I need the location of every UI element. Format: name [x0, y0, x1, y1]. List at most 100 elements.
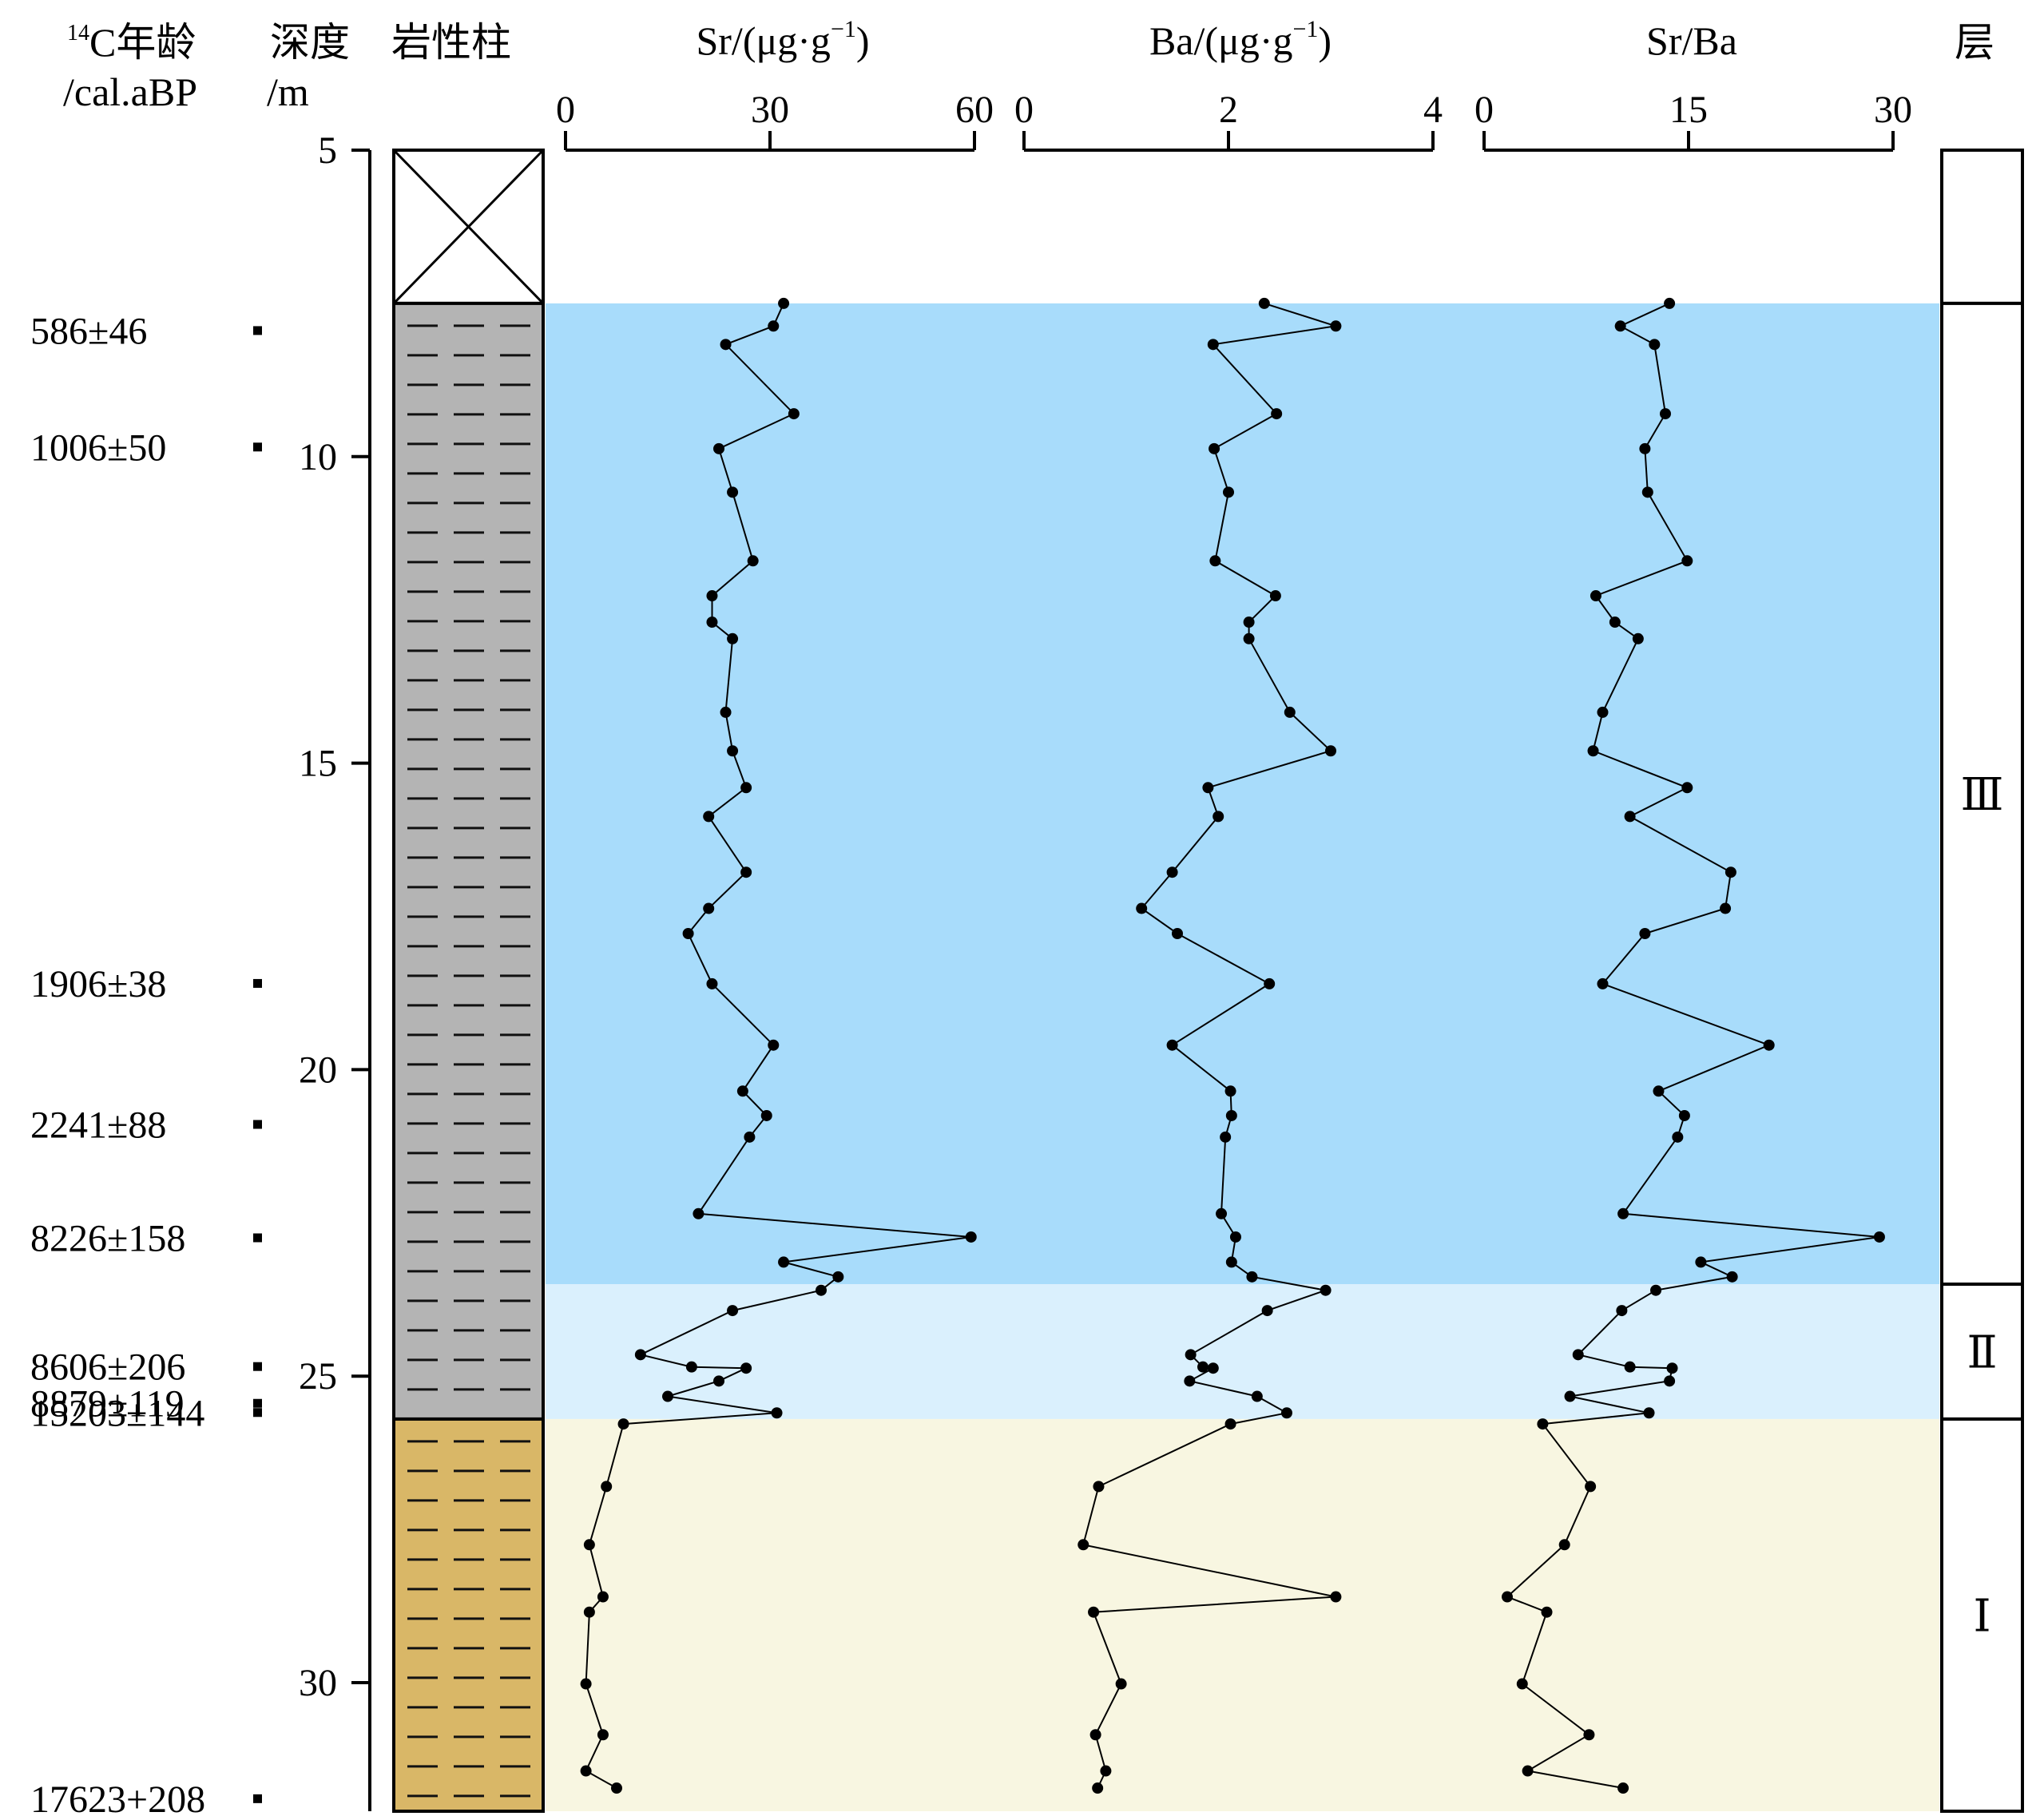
- data-point-Ba: [1284, 706, 1296, 718]
- data-point-Sr: [713, 1375, 724, 1387]
- panel-title-text-SrBa: Sr/Ba: [1646, 18, 1737, 63]
- data-point-Sr: [727, 632, 739, 644]
- data-point-Ba: [1330, 320, 1342, 332]
- data-point-Sr: [611, 1782, 622, 1794]
- data-point-SrBa: [1649, 339, 1661, 351]
- layer-header: 层: [1955, 20, 1994, 65]
- data-point-SrBa: [1617, 1782, 1629, 1794]
- data-point-Sr: [740, 1362, 752, 1374]
- depth-tick-label-25: 25: [299, 1355, 337, 1398]
- data-point-Sr: [706, 617, 718, 628]
- depth-tick-label-5: 5: [318, 129, 337, 172]
- data-point-Sr: [736, 1085, 748, 1097]
- data-point-SrBa: [1763, 1039, 1775, 1051]
- age-label-9: 17623+208: [30, 1778, 205, 1816]
- data-point-Ba: [1093, 1481, 1105, 1493]
- data-point-Sr: [744, 1131, 756, 1143]
- age-label-7: 8879±119: [30, 1383, 185, 1425]
- lith-tan-silty-clay: [392, 1417, 545, 1813]
- data-point-SrBa: [1522, 1765, 1534, 1777]
- data-point-Ba: [1088, 1606, 1100, 1618]
- data-point-Sr: [706, 977, 718, 989]
- data-point-SrBa: [1726, 1271, 1738, 1283]
- depth-header-line2: /m: [267, 69, 309, 114]
- panel-title-Ba: Ba/(μg·g−1): [1149, 16, 1332, 63]
- data-point-Sr: [816, 1284, 827, 1296]
- data-point-SrBa: [1585, 1481, 1597, 1493]
- data-point-Ba: [1213, 811, 1224, 823]
- layer-label-1: Ⅲ: [1960, 771, 2003, 820]
- data-point-SrBa: [1597, 977, 1609, 989]
- data-point-SrBa: [1653, 1085, 1665, 1097]
- layer-box-top: [1940, 149, 2024, 305]
- data-point-Sr: [760, 1109, 772, 1121]
- data-point-Ba: [1224, 1418, 1236, 1430]
- age-marker-5: [253, 1233, 262, 1243]
- data-point-Ba: [1166, 866, 1178, 878]
- data-point-Sr: [713, 442, 724, 454]
- panel-title-sup-Sr: −1: [831, 16, 856, 42]
- lithology-header: 岩性柱: [391, 20, 511, 65]
- data-point-Ba: [1197, 1361, 1209, 1373]
- data-point-Sr: [768, 320, 780, 332]
- data-point-Ba: [1330, 1591, 1342, 1603]
- data-point-Ba: [1216, 1207, 1228, 1219]
- data-point-SrBa: [1641, 486, 1653, 498]
- data-point-Sr: [682, 927, 694, 939]
- data-point-Sr: [583, 1606, 595, 1618]
- data-point-Ba: [1184, 1375, 1196, 1387]
- lith-gray-silty-clay: [392, 301, 545, 1421]
- age-label-6: 8606±206: [30, 1346, 185, 1389]
- data-point-Ba: [1136, 902, 1148, 914]
- data-point-Sr: [693, 1207, 704, 1219]
- data-point-SrBa: [1616, 1305, 1628, 1317]
- layer-label-3: Ⅰ: [1973, 1592, 1990, 1641]
- data-point-Sr: [720, 339, 732, 351]
- data-point-SrBa: [1639, 927, 1651, 939]
- data-point-Ba: [1280, 1407, 1292, 1419]
- age-header-line1: 14C年龄: [67, 20, 196, 65]
- data-point-Ba: [1115, 1678, 1127, 1690]
- data-point-Ba: [1207, 339, 1219, 351]
- data-point-Sr: [740, 866, 752, 878]
- age-marker-7: [253, 1398, 262, 1408]
- data-point-SrBa: [1720, 902, 1732, 914]
- data-point-Ba: [1225, 1256, 1237, 1268]
- data-point-Sr: [703, 811, 715, 823]
- age-label-3: 1906±38: [30, 963, 166, 1005]
- data-point-Ba: [1243, 617, 1255, 628]
- age-marker-6: [253, 1362, 262, 1371]
- data-point-SrBa: [1558, 1539, 1570, 1551]
- data-point-Sr: [740, 782, 752, 794]
- data-point-Sr: [583, 1539, 595, 1551]
- lith-cross-2: [392, 149, 545, 304]
- age-marker-2: [253, 442, 262, 452]
- data-point-Sr: [703, 902, 715, 914]
- data-point-Ba: [1207, 1362, 1219, 1374]
- data-point-Ba: [1264, 977, 1276, 989]
- data-point-Sr: [727, 486, 739, 498]
- depth-tick-label-15: 15: [299, 743, 337, 785]
- data-point-SrBa: [1572, 1349, 1584, 1361]
- age-labels: 586±461006±501906±382241±888226±1588606±…: [30, 310, 262, 1820]
- data-point-Ba: [1225, 1109, 1237, 1121]
- data-point-Sr: [685, 1361, 697, 1373]
- age-label-1: 586±46: [30, 310, 147, 352]
- data-point-Ba: [1271, 408, 1283, 420]
- unit-bands: [546, 303, 1939, 1811]
- panel-tick-label-SrBa-15: 15: [1669, 89, 1708, 131]
- data-point-Sr: [727, 1305, 739, 1317]
- panel-title-SrBa: Sr/Ba: [1646, 18, 1737, 63]
- data-point-Ba: [1172, 927, 1183, 939]
- data-point-SrBa: [1681, 555, 1693, 567]
- data-point-Sr: [832, 1271, 844, 1283]
- panel-tick-label-Ba-2: 2: [1219, 89, 1238, 131]
- data-point-Sr: [720, 706, 732, 718]
- data-point-Sr: [747, 555, 759, 567]
- panel-title-end-Sr: ): [856, 18, 870, 63]
- depth-tick-label-10: 10: [299, 436, 337, 478]
- data-point-SrBa: [1516, 1678, 1528, 1690]
